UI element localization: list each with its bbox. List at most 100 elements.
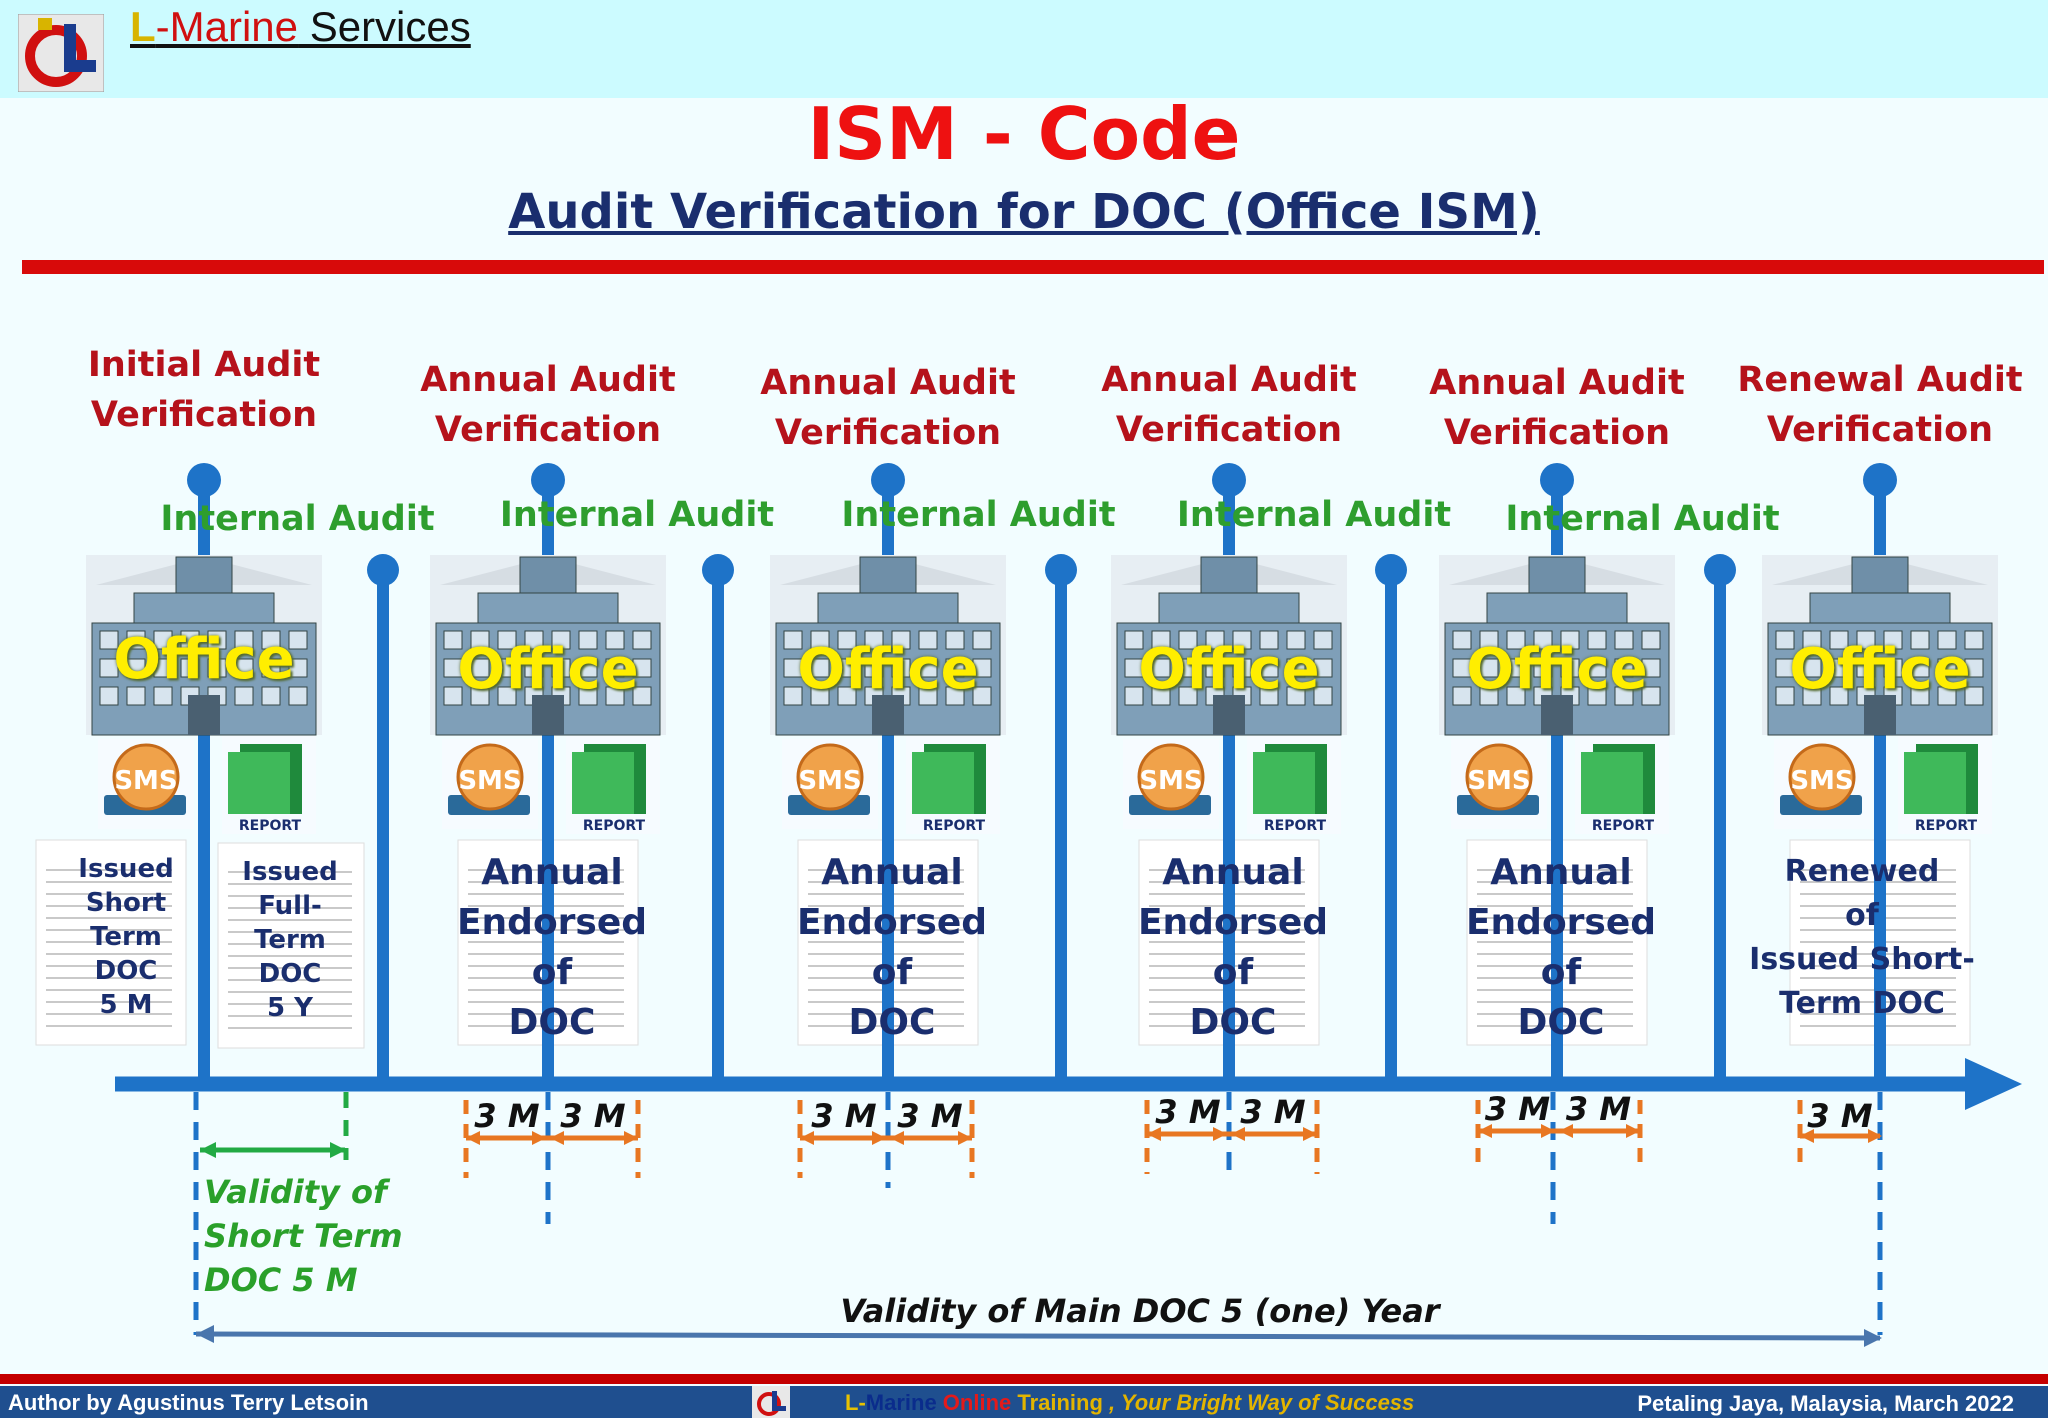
window-arrowhead bbox=[532, 1131, 546, 1145]
office-window bbox=[1232, 630, 1252, 650]
office-window bbox=[1151, 686, 1171, 706]
office-window bbox=[1910, 658, 1930, 678]
office-window bbox=[1124, 658, 1144, 678]
footer-logo bbox=[752, 1386, 790, 1418]
office-window bbox=[837, 658, 857, 678]
office-window bbox=[1587, 658, 1607, 678]
office-window bbox=[180, 658, 200, 678]
internal-audit-node bbox=[1375, 554, 1407, 586]
office-window bbox=[470, 658, 490, 678]
office-window bbox=[605, 658, 625, 678]
office-window bbox=[1178, 630, 1198, 650]
sms-label: SMS bbox=[1467, 766, 1530, 796]
window-3m-label: 3 M bbox=[474, 1097, 540, 1135]
audit-node bbox=[1540, 463, 1574, 497]
office-window bbox=[972, 658, 992, 678]
office-window bbox=[1641, 686, 1661, 706]
office-window bbox=[1124, 630, 1144, 650]
office-window bbox=[1910, 686, 1930, 706]
office-window bbox=[1232, 658, 1252, 678]
office-window bbox=[1910, 630, 1930, 650]
sms-label: SMS bbox=[458, 766, 521, 796]
office-window bbox=[1452, 630, 1472, 650]
sms-icon bbox=[796, 743, 864, 811]
sms-label: SMS bbox=[1139, 766, 1202, 796]
office-window bbox=[1775, 658, 1795, 678]
office-window bbox=[1802, 658, 1822, 678]
office-window bbox=[261, 658, 281, 678]
top-band bbox=[0, 0, 2048, 98]
office-window bbox=[234, 658, 254, 678]
window-3m-label: 3 M bbox=[811, 1097, 877, 1135]
title-divider bbox=[22, 260, 2044, 274]
window-arrowhead bbox=[624, 1131, 638, 1145]
office-label: Office bbox=[1789, 637, 1971, 702]
office-window bbox=[1641, 658, 1661, 678]
office-window bbox=[497, 630, 517, 650]
internal-audit-label: Internal Audit bbox=[841, 495, 1116, 535]
office-window bbox=[810, 658, 830, 678]
full-term-certificate-page bbox=[217, 842, 365, 1049]
office-window bbox=[1802, 686, 1822, 706]
office-label: Office bbox=[1466, 637, 1648, 702]
window-arrowhead bbox=[1626, 1124, 1640, 1138]
office-window bbox=[1533, 630, 1553, 650]
office-window bbox=[288, 686, 308, 706]
internal-audit-label: Internal Audit bbox=[1505, 499, 1780, 539]
main-validity-label: Validity of Main DOC 5 (one) Year bbox=[840, 1292, 1440, 1330]
office-window bbox=[1286, 658, 1306, 678]
office-window bbox=[153, 686, 173, 706]
office-window bbox=[783, 686, 803, 706]
page-subtitle: Audit Verification for DOC (Office ISM) bbox=[508, 184, 1540, 240]
office-window bbox=[891, 630, 911, 650]
window-arrowhead bbox=[1147, 1127, 1161, 1141]
office-window bbox=[551, 658, 571, 678]
office-tower-top bbox=[519, 556, 577, 594]
office-window bbox=[972, 686, 992, 706]
office-window bbox=[1151, 658, 1171, 678]
office-window bbox=[234, 630, 254, 650]
internal-audit-label: Internal Audit bbox=[160, 499, 435, 539]
office-window bbox=[945, 658, 965, 678]
footer-accent bbox=[0, 1374, 2048, 1384]
office-window bbox=[1802, 630, 1822, 650]
sms-icon bbox=[1465, 743, 1533, 811]
internal-audit-node bbox=[1704, 554, 1736, 586]
office-door bbox=[1213, 695, 1245, 735]
footer-slogan-training: Training bbox=[1017, 1390, 1110, 1415]
internal-audit-node bbox=[367, 554, 399, 586]
office-window bbox=[261, 686, 281, 706]
window-3m-label: 3 M bbox=[1240, 1093, 1306, 1131]
office-window bbox=[837, 686, 857, 706]
short-term-arrowhead-right bbox=[330, 1142, 346, 1158]
office-window bbox=[1614, 630, 1634, 650]
brand-l: L bbox=[130, 3, 156, 50]
office-window bbox=[1937, 630, 1957, 650]
office-tower-top bbox=[1851, 556, 1909, 594]
office-window bbox=[1587, 630, 1607, 650]
office-window bbox=[261, 630, 281, 650]
office-window bbox=[783, 658, 803, 678]
footer-place-date: Petaling Jaya, Malaysia, March 2022 bbox=[1637, 1391, 2014, 1416]
window-arrowhead bbox=[890, 1131, 904, 1145]
office-window bbox=[918, 658, 938, 678]
report-folder-icon bbox=[572, 752, 634, 814]
office-window bbox=[1964, 630, 1984, 650]
window-3m-label: 3 M bbox=[1807, 1097, 1873, 1135]
office-tower-mid bbox=[817, 592, 959, 624]
office-window bbox=[1286, 630, 1306, 650]
office-window bbox=[1964, 658, 1984, 678]
office-label: Office bbox=[1138, 637, 1320, 702]
office-window bbox=[1856, 658, 1876, 678]
sms-icon bbox=[112, 743, 180, 811]
office-tower-mid bbox=[1486, 592, 1628, 624]
report-label: REPORT bbox=[1592, 818, 1655, 834]
main-arrowhead-right bbox=[1864, 1329, 1882, 1347]
office-window bbox=[632, 630, 652, 650]
office-door bbox=[872, 695, 904, 735]
